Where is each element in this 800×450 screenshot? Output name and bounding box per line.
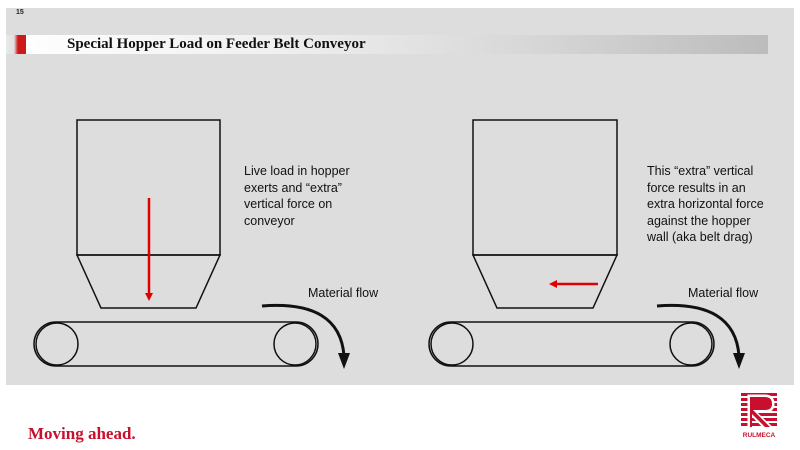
title-accent	[6, 35, 26, 54]
slide-number: 15	[16, 9, 24, 16]
left-description: Live load in hopper exerts and “extra” v…	[244, 164, 350, 228]
right-description: This “extra” vertical force results in a…	[647, 164, 764, 244]
left-conveyor-belt-icon	[33, 321, 319, 367]
slide-title: Special Hopper Load on Feeder Belt Conve…	[67, 36, 366, 52]
title-bar	[6, 35, 768, 54]
tagline: Moving ahead.	[28, 424, 136, 443]
svg-text:RULMECA: RULMECA	[743, 432, 776, 439]
right-hopper-icon	[471, 119, 619, 309]
left-curved-flow-arrow-icon	[261, 303, 350, 369]
left-flow-label: Material flow	[308, 286, 379, 300]
right-flow-label: Material flow	[688, 286, 759, 300]
rulmeca-logo-icon: RULMECA	[739, 391, 779, 439]
right-curved-flow-arrow-icon	[656, 303, 745, 369]
right-conveyor-belt-icon	[428, 321, 715, 367]
